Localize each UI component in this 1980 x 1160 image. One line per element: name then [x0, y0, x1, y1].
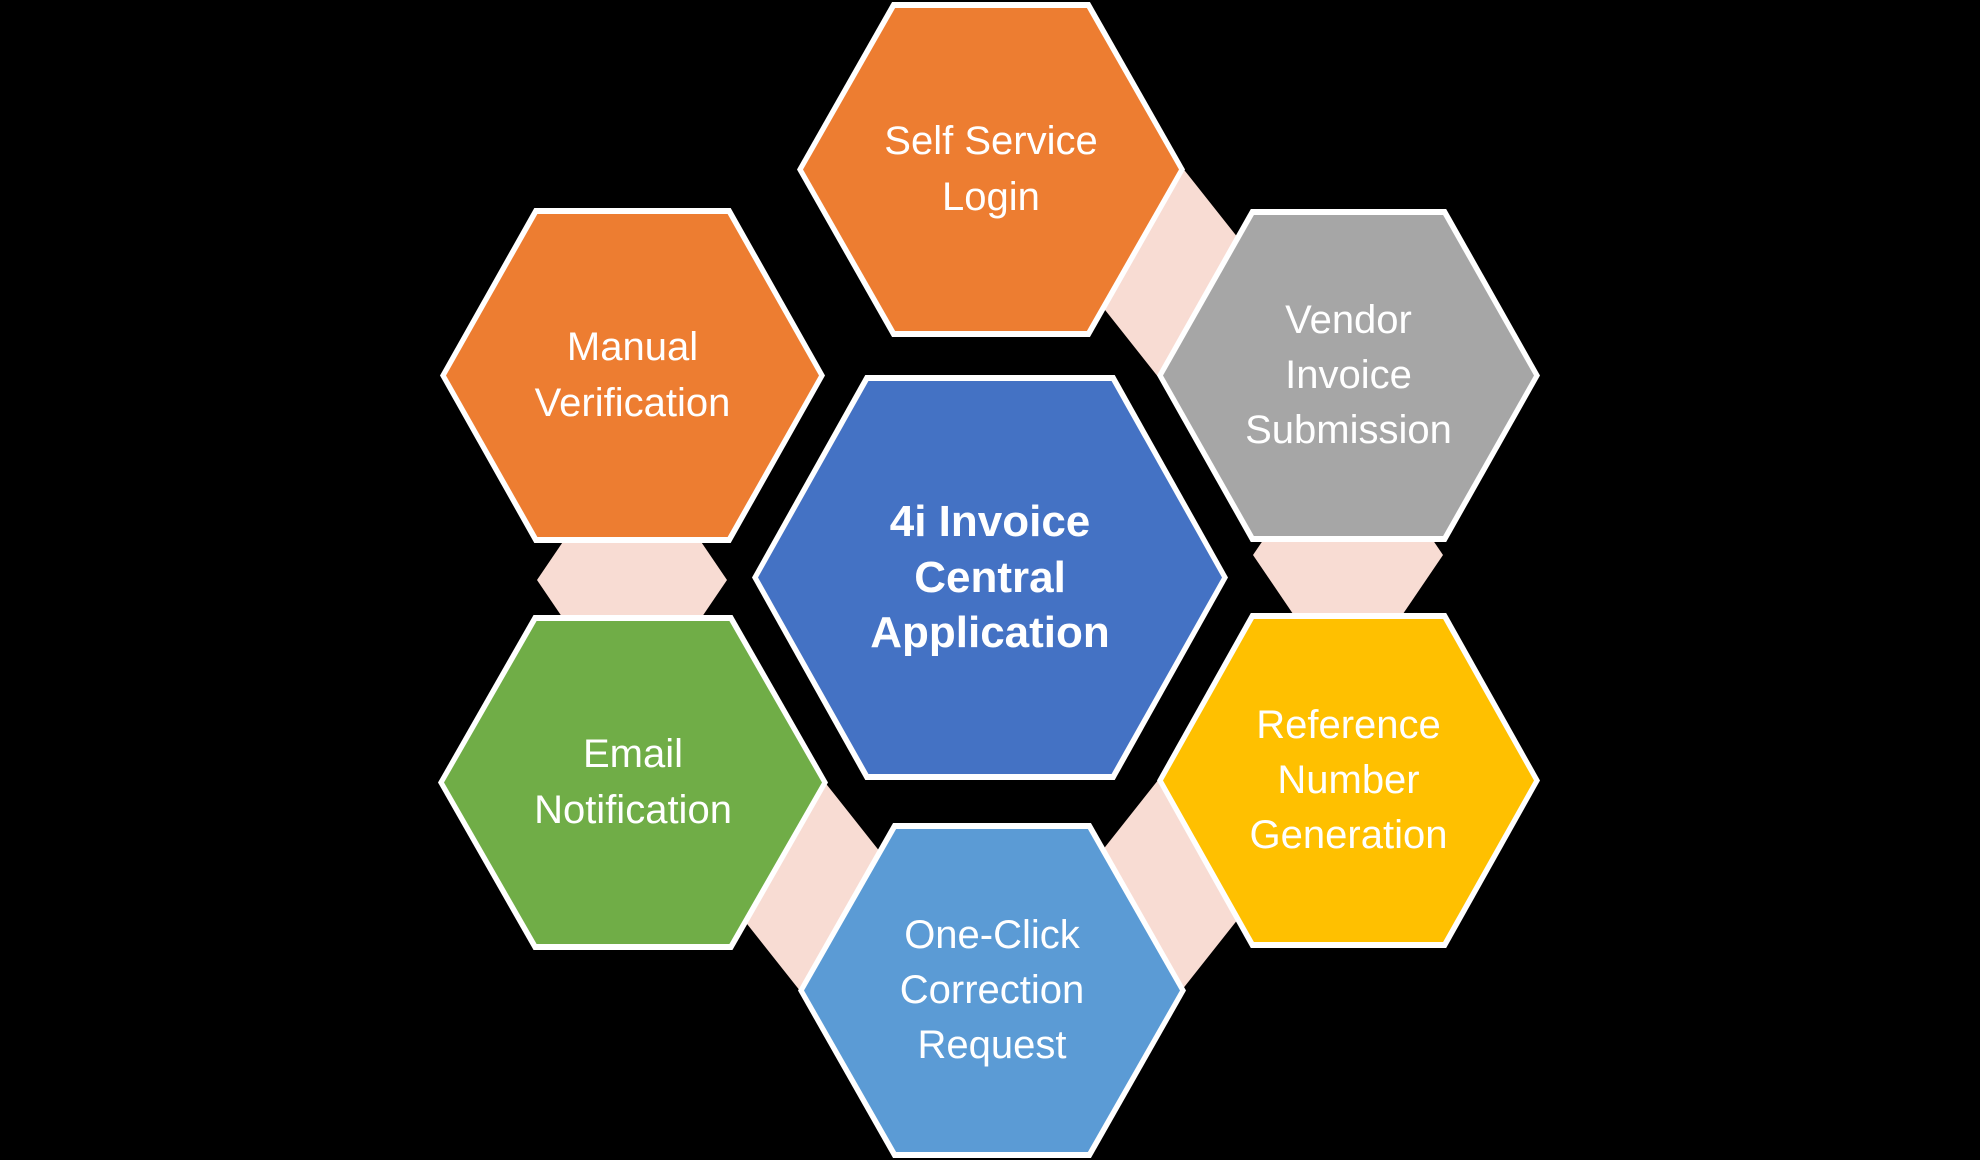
hexagon-4i-invoice-central-application: 4i Invoice Central Application — [752, 375, 1228, 780]
hexagon-fill — [803, 8, 1179, 331]
hexagon-self-service-login: Self Service Login — [797, 2, 1185, 337]
hexagon-label-one-click-correction-request: One-Click Correction Request — [899, 912, 1085, 1068]
hexagon-fill — [758, 381, 1222, 774]
hexagon-label-vendor-invoice-submission: Vendor Invoice Submission — [1245, 297, 1452, 453]
hexagon-fill — [1163, 215, 1534, 536]
hexagon-reference-number-generation: Reference Number Generation — [1157, 613, 1540, 948]
hexagon-email-notification: Email Notification — [438, 615, 828, 950]
hexagon-fill — [446, 214, 819, 537]
hexagon-label-manual-verification: Manual Verification — [534, 325, 731, 425]
hexagon-label-reference-number-generation: Reference Number Generation — [1249, 702, 1448, 858]
hexagon-fill — [804, 829, 1180, 1152]
hexagon-vendor-invoice-submission: Vendor Invoice Submission — [1157, 209, 1540, 542]
hexagon-label-4i-invoice-central-application: 4i Invoice Central Application — [870, 496, 1110, 658]
hexagon-label-email-notification: Email Notification — [534, 732, 732, 832]
hexagon-one-click-correction-request: One-Click Correction Request — [798, 823, 1186, 1158]
hexagon-manual-verification: Manual Verification — [440, 208, 825, 543]
hexagon-fill — [444, 621, 822, 944]
hexagon-label-self-service-login: Self Service Login — [884, 119, 1098, 219]
hexagon-fill — [1163, 619, 1534, 942]
